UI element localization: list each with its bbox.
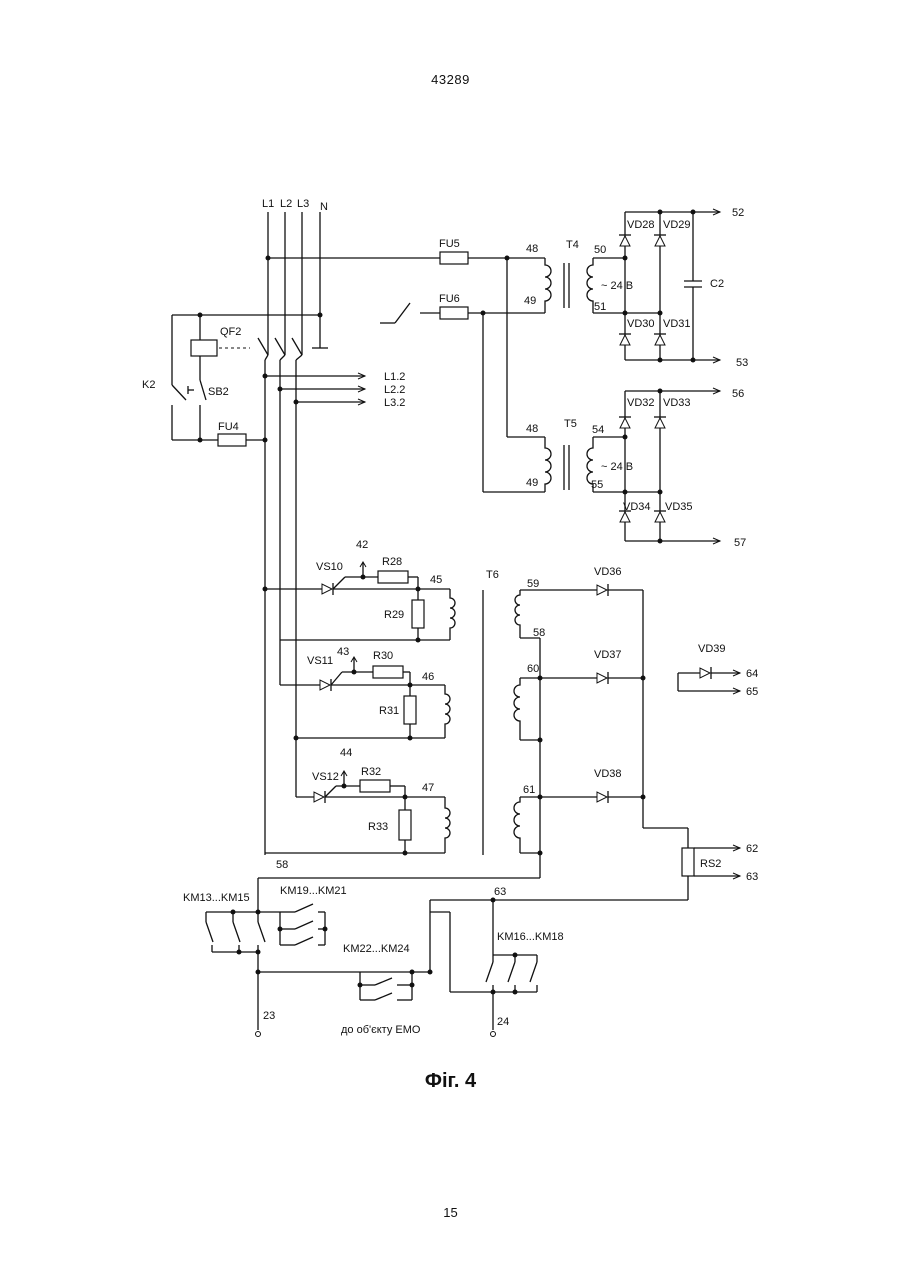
label-49b: 49 [526,477,538,489]
label-R31: R31 [379,705,399,717]
label-45: 45 [430,574,442,586]
label-R33: R33 [368,821,388,833]
label-42: 42 [356,539,368,551]
thyristor-branch-VS11: VS11 43 R30 46 R31 [280,646,450,741]
label-23: 23 [263,1010,275,1022]
transformer-T6: T6 59 58 60 61 58 [258,569,597,878]
label-VD37: VD37 [594,649,622,661]
bridge-T5: VD32 VD33 VD34 VD35 56 57 [619,388,746,549]
label-46: 46 [422,671,434,683]
label-24V-b: ~ 24 В [601,461,633,473]
label-KM22-KM24: KM22...KM24 [343,943,410,955]
label-VD28: VD28 [627,219,655,231]
label-L3: L3 [297,198,309,210]
label-51: 51 [594,301,606,313]
breaker-QF2: QF2 [191,326,302,855]
label-L1: L1 [262,198,274,210]
label-KM13-KM15: KM13...KM15 [183,892,250,904]
label-K2: K2 [142,379,155,391]
label-VS12: VS12 [312,771,339,783]
label-VD34: VD34 [623,501,651,513]
label-50: 50 [594,244,606,256]
label-R28: R28 [382,556,402,568]
transformer-feed: FU5 FU6 48 49 48 49 [266,238,546,492]
label-T5: T5 [564,418,577,430]
label-T6: T6 [486,569,499,581]
label-64: 64 [746,668,758,680]
label-62: 62 [746,843,758,855]
rectifier-VD36-VD38: VD36 VD37 VD38 RS2 62 63 [430,566,758,900]
label-63: 63 [746,871,758,883]
label-54: 54 [592,424,604,436]
page-number: 15 [0,1205,901,1220]
label-52: 52 [732,207,744,219]
label-KM19-KM21: KM19...KM21 [280,885,347,897]
thyristor-branch-VS12: VS12 44 R32 47 R33 [265,747,450,856]
label-L2.2: L2.2 [384,384,405,396]
label-VD33: VD33 [663,397,691,409]
label-VD39: VD39 [698,643,726,655]
label-60: 60 [527,663,539,675]
label-RS2: RS2 [700,858,721,870]
contactor-section: KM13...KM15 23 KM19...KM21 KM22...KM24 [183,878,564,1037]
label-65: 65 [746,686,758,698]
figure-caption: Фіг. 4 [0,1070,901,1093]
label-53: 53 [736,357,748,369]
label-emo: до об'єкту ЕМО [341,1024,421,1036]
label-QF2: QF2 [220,326,241,338]
label-L2: L2 [280,198,292,210]
supply-buses: L1 L2 L3 N [262,198,328,355]
label-VD30: VD30 [627,318,655,330]
label-48b: 48 [526,423,538,435]
bridge-T4: VD28 VD29 VD30 VD31 C2 52 53 [619,207,748,369]
label-57: 57 [734,537,746,549]
phase-outputs: L1.2 L2.2 L3.2 [263,371,406,409]
label-C2: C2 [710,278,724,290]
label-56: 56 [732,388,744,400]
label-FU4: FU4 [218,421,239,433]
label-VD29: VD29 [663,219,691,231]
transformer-T5: T5 54 55 ~ 24 В [545,418,660,492]
label-47: 47 [422,782,434,794]
label-VD35: VD35 [665,501,693,513]
label-R32: R32 [361,766,381,778]
label-24V-a: ~ 24 В [601,280,633,292]
label-49a: 49 [524,295,536,307]
label-24: 24 [497,1016,509,1028]
label-SB2: SB2 [208,386,229,398]
label-T4: T4 [566,239,579,251]
label-FU6: FU6 [439,293,460,305]
label-VS10: VS10 [316,561,343,573]
label-48a: 48 [526,243,538,255]
label-R30: R30 [373,650,393,662]
label-L3.2: L3.2 [384,397,405,409]
label-L1.2: L1.2 [384,371,405,383]
label-VD31: VD31 [663,318,691,330]
thyristor-branch-VS10: VS10 42 R28 45 R29 [263,539,456,643]
label-R29: R29 [384,609,404,621]
label-KM16-KM18: KM16...KM18 [497,931,564,943]
label-55: 55 [591,479,603,491]
label-63-node: 63 [494,886,506,898]
label-VS11: VS11 [307,655,333,667]
label-VD32: VD32 [627,397,655,409]
label-44: 44 [340,747,352,759]
label-43: 43 [337,646,349,658]
label-58: 58 [276,859,288,871]
label-58b: 58 [533,627,545,639]
transformer-T4: T4 50 51 ~ 24 В [545,239,660,313]
label-VD38: VD38 [594,768,622,780]
label-61: 61 [523,784,535,796]
label-N: N [320,201,328,213]
diode-VD39: VD39 64 65 [678,643,758,698]
label-59: 59 [527,578,539,590]
label-FU5: FU5 [439,238,460,250]
label-VD36: VD36 [594,566,622,578]
